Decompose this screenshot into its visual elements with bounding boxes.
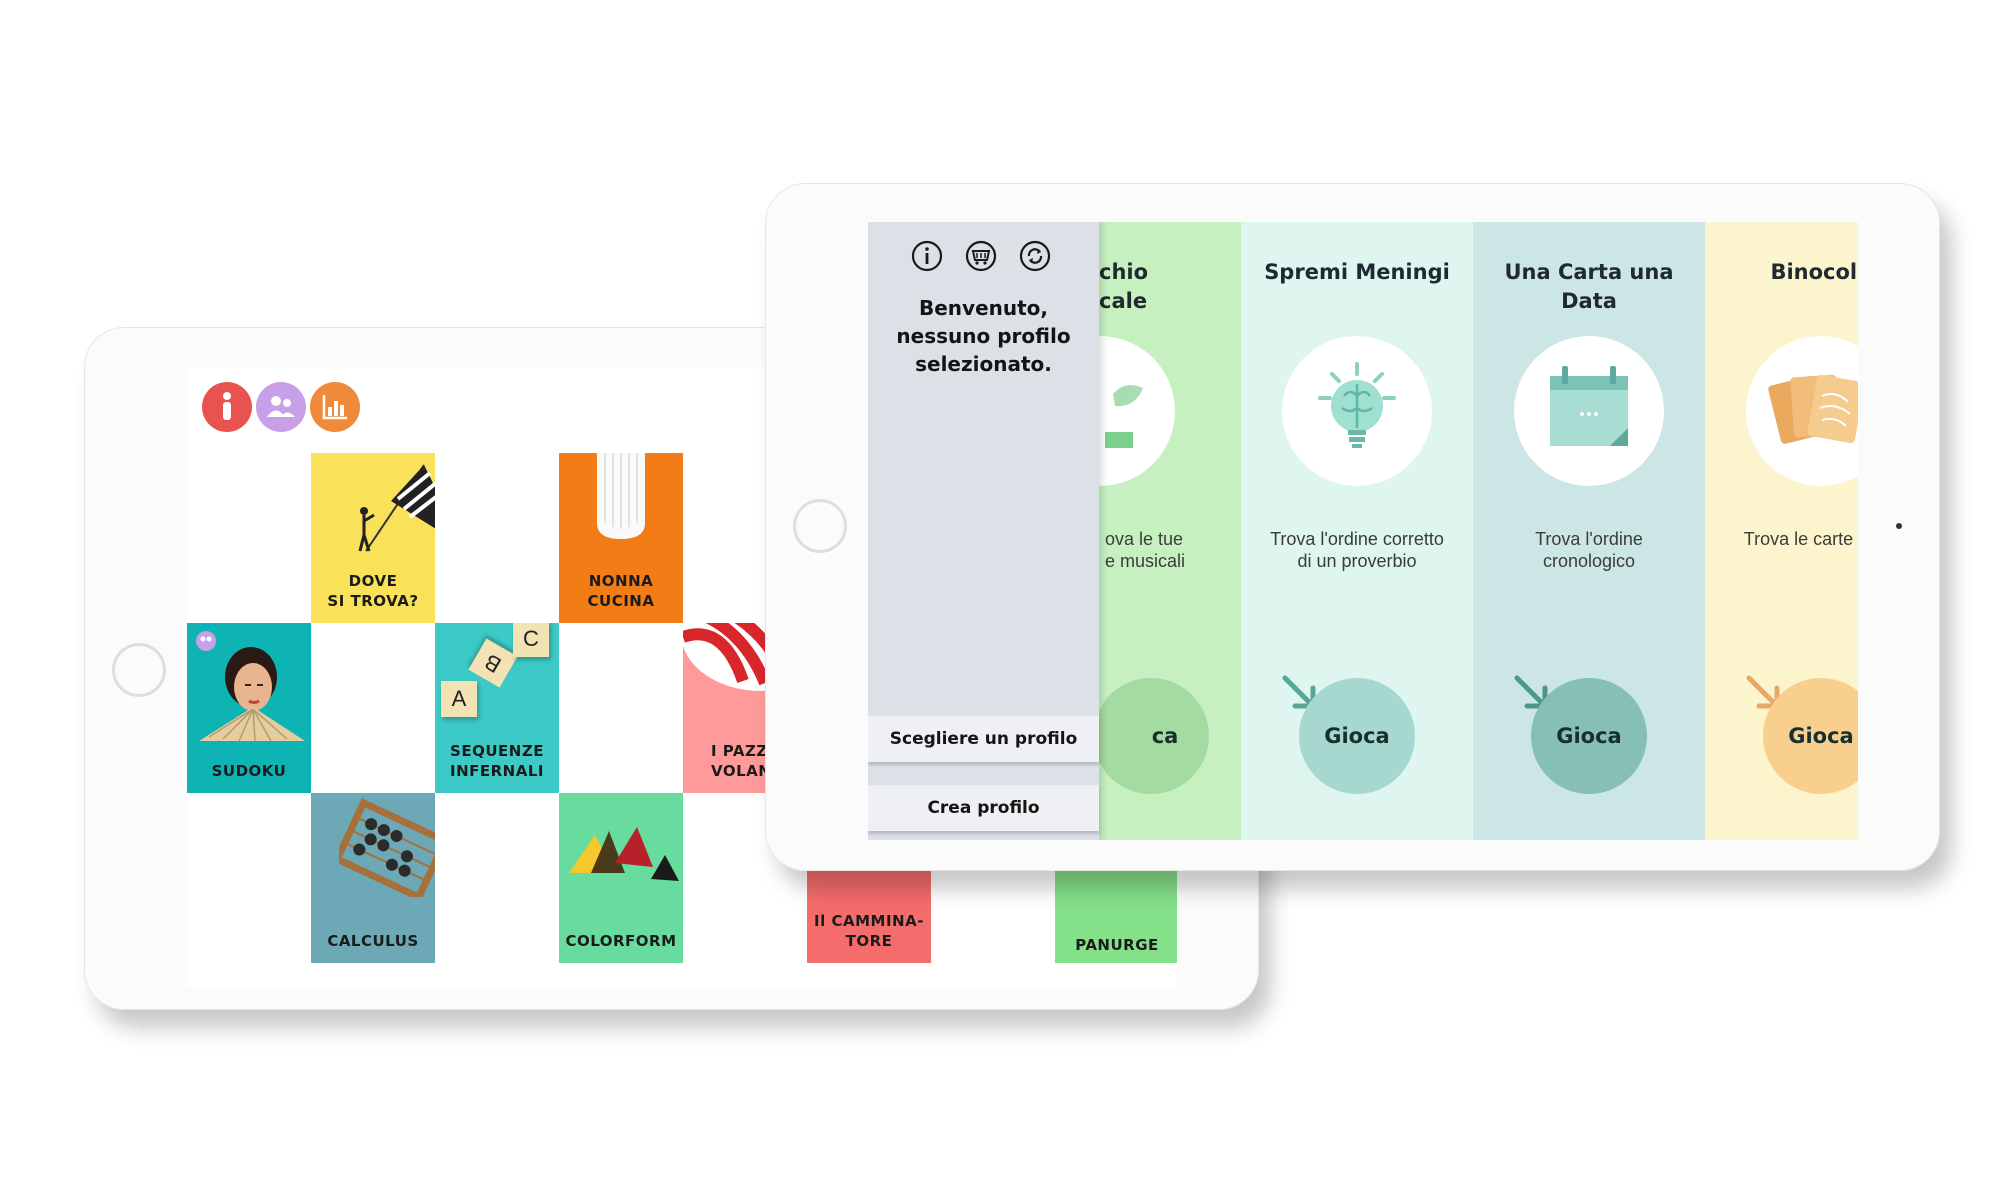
tile-label: COLORFORM [565, 932, 677, 950]
flag-bearer-icon [358, 464, 435, 552]
basket-icon[interactable] [965, 240, 997, 272]
plant-icon [1105, 385, 1143, 448]
game-card-binocolo[interactable]: Binocolo Trova le carte ugua Gioca [1705, 222, 1858, 840]
bar-chart-icon[interactable] [310, 382, 360, 432]
woman-fan-portrait [196, 631, 305, 742]
profile-side-panel: Benvenuto, nessuno profilo selezionato. … [868, 222, 1099, 840]
refresh-icon[interactable] [1019, 240, 1051, 272]
tile-label: CALCULUS [327, 932, 419, 950]
game-illustration [1746, 336, 1858, 486]
letter-tile-a: A [441, 681, 477, 717]
tile-sudoku[interactable]: SUDOKU [187, 623, 311, 793]
tile-calculus[interactable]: CALCULUS [311, 793, 435, 963]
play-button[interactable]: Gioca [1299, 678, 1415, 794]
group-icon[interactable] [256, 382, 306, 432]
cards-icon [1768, 374, 1858, 444]
person-info-icon[interactable] [202, 382, 252, 432]
game-description: Trova le carte ugua [1743, 529, 1858, 549]
shapes-icon [569, 827, 679, 881]
game-illustration [1514, 336, 1664, 486]
lightbulb-brain-icon [1318, 362, 1396, 448]
play-button[interactable]: ca [1093, 678, 1209, 794]
chef-hat-icon [597, 453, 645, 539]
camera-dot [1896, 523, 1902, 529]
info-icon[interactable] [911, 240, 943, 272]
home-button[interactable] [793, 499, 847, 553]
choose-profile-button[interactable]: Scegliere un profilo [868, 716, 1099, 762]
game-title: Spremi Meningi [1264, 260, 1450, 284]
game-illustration [1282, 336, 1432, 486]
letter-tile-c: C [513, 623, 549, 657]
tile-label: PANURGE [1075, 936, 1159, 954]
panel-welcome-text: Benvenuto, nessuno profilo selezionato. [896, 296, 1071, 376]
game-title: Binocolo [1770, 260, 1858, 284]
tile-label: SUDOKU [211, 762, 287, 780]
play-button[interactable]: Gioca [1763, 678, 1858, 794]
tile-colorform[interactable]: COLORFORM [559, 793, 683, 963]
create-profile-button[interactable]: Crea profilo [868, 785, 1099, 831]
abacus-icon [339, 798, 435, 897]
tile-label: Il CAMMINA-TORE [814, 912, 924, 950]
calendar-icon [1550, 366, 1628, 446]
home-button[interactable] [112, 643, 166, 697]
play-button[interactable]: Gioca [1531, 678, 1647, 794]
